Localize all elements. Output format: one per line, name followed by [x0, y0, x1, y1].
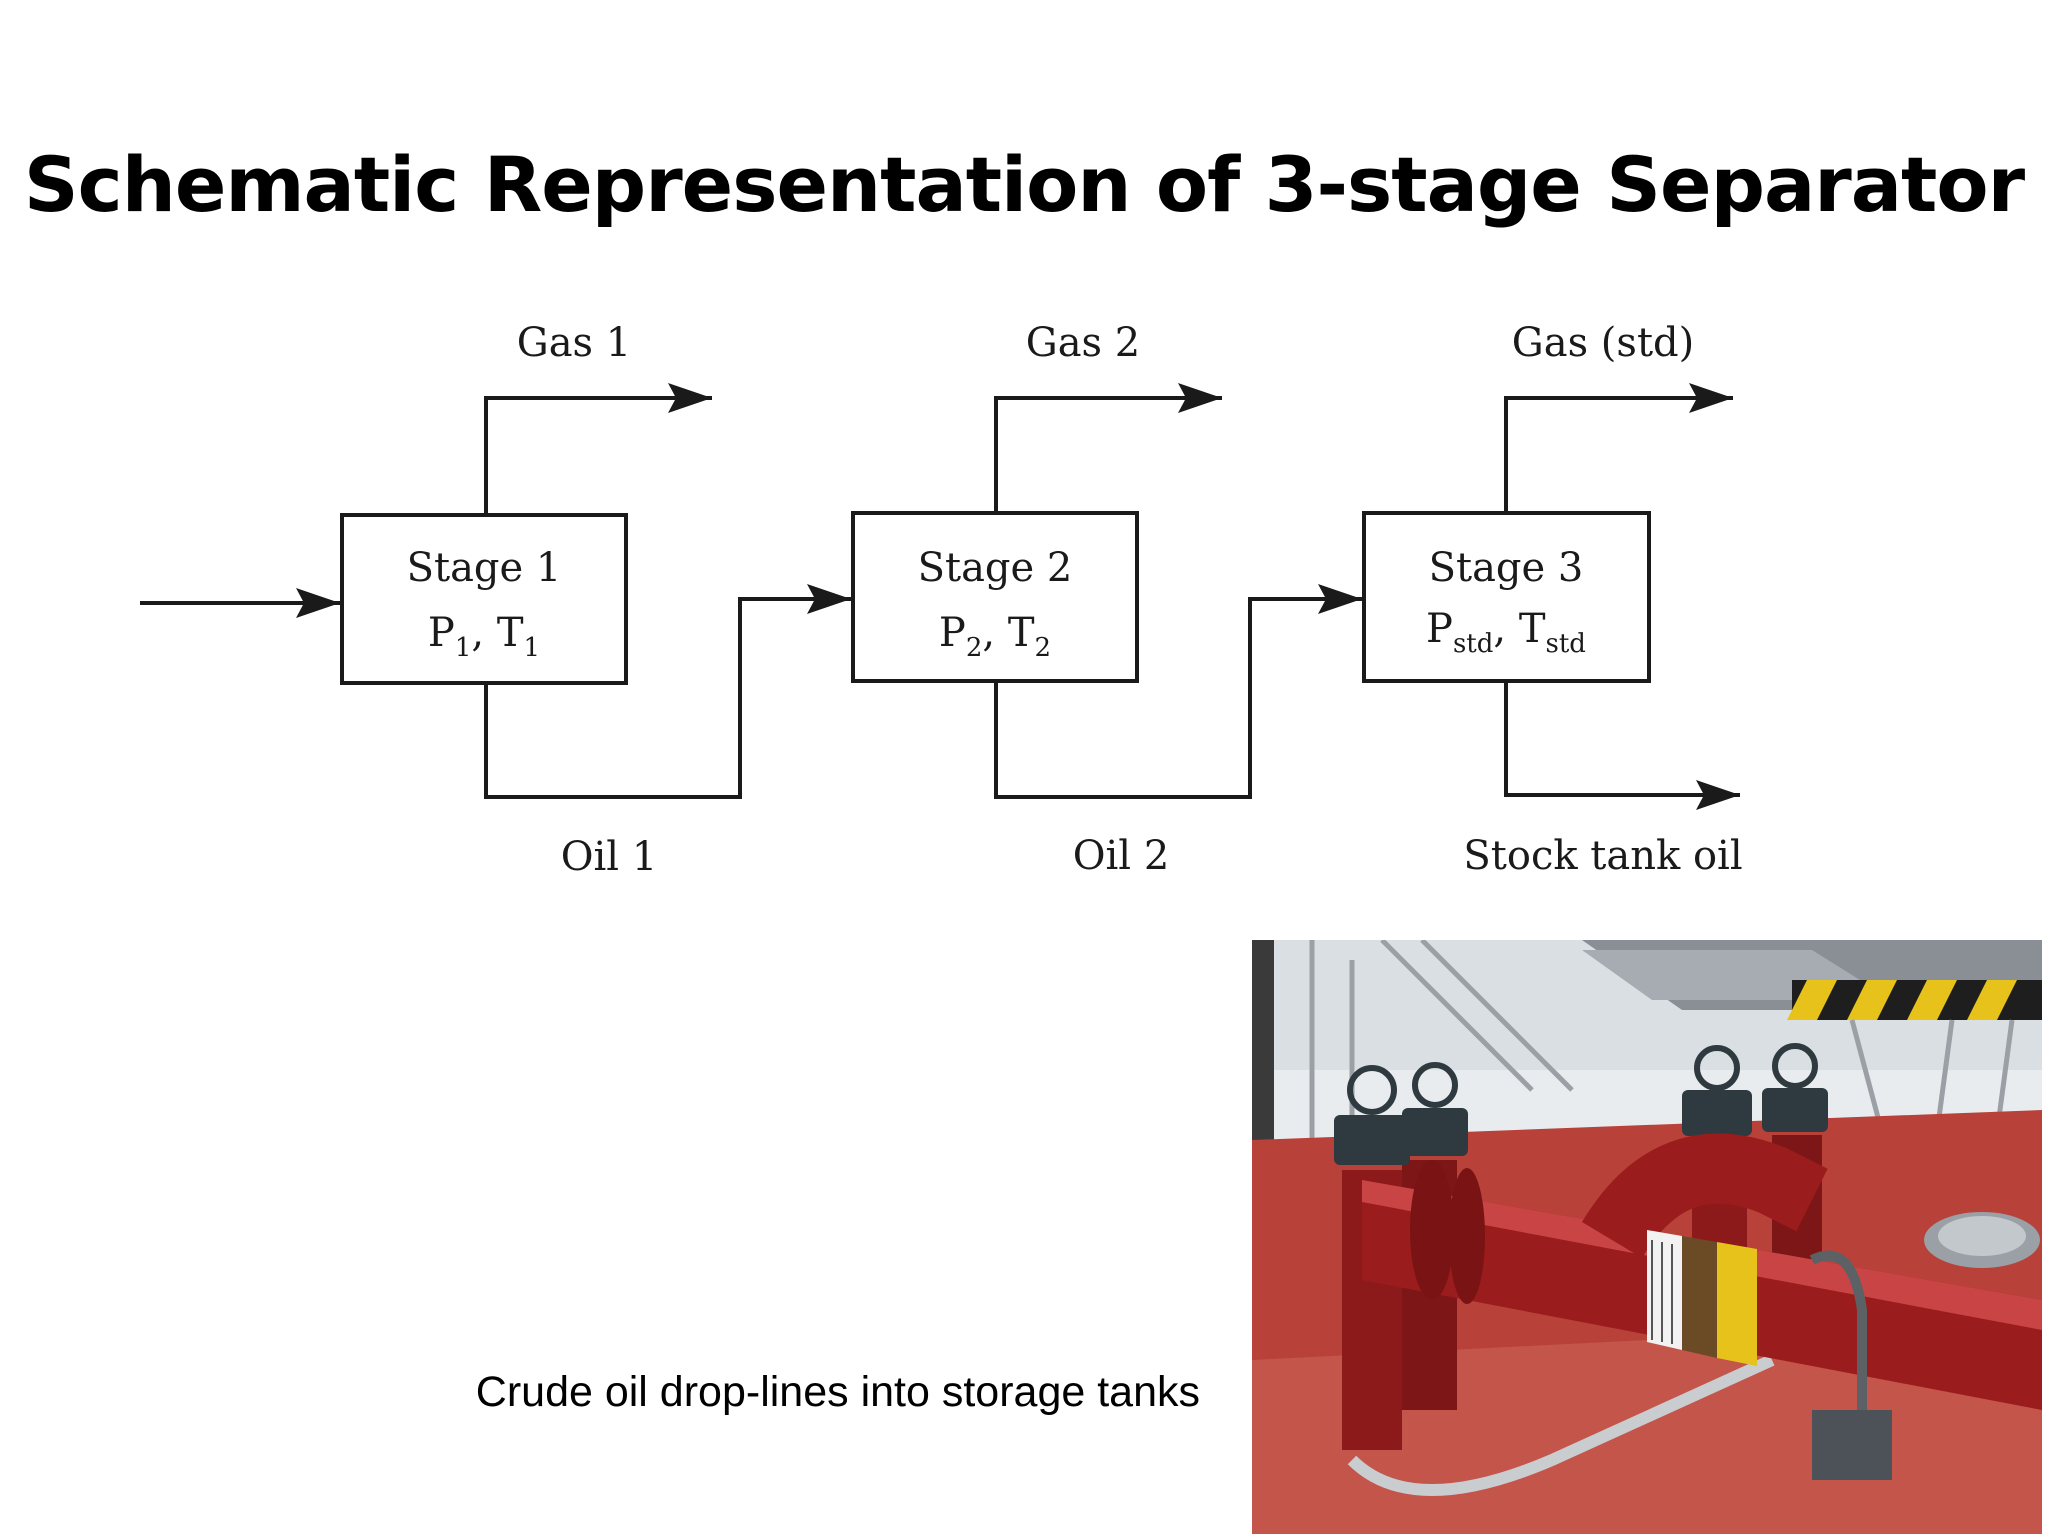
stage-3-label: Stage 3: [1429, 545, 1584, 591]
oil-2-label: Oil 2: [1073, 833, 1170, 879]
gas-2-label: Gas 2: [1026, 320, 1141, 366]
stage-1-label: Stage 1: [407, 545, 562, 591]
stock-tank-oil-line: [1504, 681, 1740, 810]
stock-tank-oil-label: Stock tank oil: [1463, 833, 1742, 879]
gas-std-line: [1504, 383, 1733, 513]
stage-2-label: Stage 2: [918, 545, 1073, 591]
gas-2-line: [994, 383, 1222, 513]
stage-2-conditions: P2, T2: [939, 610, 1051, 663]
gas-1-line: [484, 383, 712, 515]
stage-1-conditions: P1, T1: [428, 610, 540, 663]
stage-1-box: [340, 513, 628, 685]
gas-1-label: Gas 1: [517, 320, 632, 366]
stage-3-conditions: Pstd, Tstd: [1426, 606, 1586, 659]
gas-std-label: Gas (std): [1512, 320, 1694, 366]
oil-2-line: [994, 584, 1362, 799]
photo-caption: Crude oil drop-lines into storage tanks: [475, 1368, 1200, 1416]
oil-1-line: [484, 584, 851, 799]
oil-1-label: Oil 1: [561, 834, 658, 880]
slide-title: Schematic Representation of 3-stage Sepa…: [23, 140, 2025, 229]
crude-oil-pipes-photo: [1252, 940, 2042, 1534]
stage-3-box: [1362, 511, 1651, 683]
